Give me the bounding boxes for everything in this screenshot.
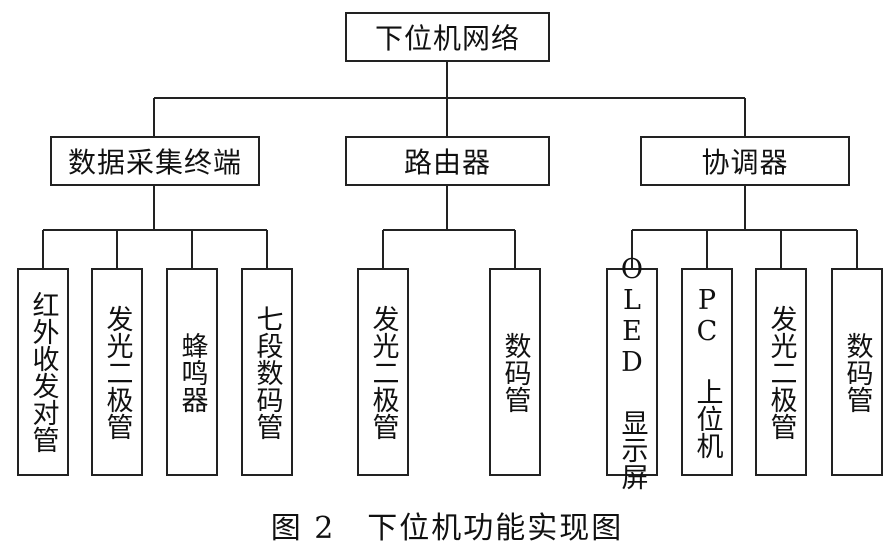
group-node-coordinator: 协调器 bbox=[640, 136, 850, 186]
leaf-node: 发光二极管 bbox=[91, 268, 143, 476]
group-label: 协调器 bbox=[701, 146, 789, 179]
leaf-label: OLED 显示屏 bbox=[616, 254, 648, 490]
group-node-router: 路由器 bbox=[345, 136, 550, 186]
leaf-label: 发光二极管 bbox=[367, 304, 399, 440]
leaf-label: 蜂鸣器 bbox=[176, 331, 208, 413]
figure-caption: 图 2 下位机功能实现图 bbox=[270, 511, 624, 546]
leaf-label: 红外收发对管 bbox=[27, 291, 59, 453]
leaf-label: 数码管 bbox=[841, 331, 873, 413]
leaf-node: 七段数码管 bbox=[241, 268, 293, 476]
leaf-label: 七段数码管 bbox=[251, 304, 283, 440]
leaf-label: 发光二极管 bbox=[765, 304, 797, 440]
leaf-node: 红外收发对管 bbox=[17, 268, 69, 476]
group-node-data-terminal: 数据采集终端 bbox=[50, 136, 260, 186]
leaf-label: PC 上位机 bbox=[691, 285, 723, 459]
leaf-label: 发光二极管 bbox=[101, 304, 133, 440]
leaf-node: 蜂鸣器 bbox=[166, 268, 218, 476]
leaf-node: PC 上位机 bbox=[681, 268, 733, 476]
leaf-node: 发光二极管 bbox=[357, 268, 409, 476]
leaf-node: 发光二极管 bbox=[755, 268, 807, 476]
leaf-node: 数码管 bbox=[489, 268, 541, 476]
root-label: 下位机网络 bbox=[374, 22, 520, 55]
leaf-node: 数码管 bbox=[831, 268, 883, 476]
root-node: 下位机网络 bbox=[345, 12, 550, 62]
group-label: 路由器 bbox=[403, 146, 491, 179]
leaf-node: OLED 显示屏 bbox=[606, 254, 658, 490]
group-label: 数据采集终端 bbox=[67, 146, 242, 179]
leaf-label: 数码管 bbox=[499, 331, 531, 413]
